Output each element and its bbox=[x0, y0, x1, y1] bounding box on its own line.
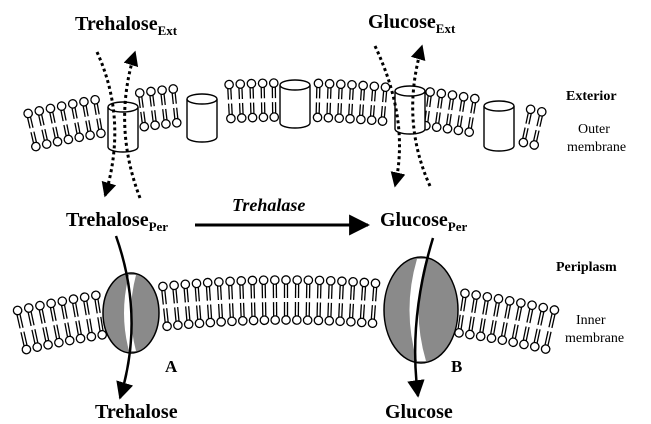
lipid-pair bbox=[248, 276, 258, 325]
trehalose-cytoplasm-label: Trehalose bbox=[95, 401, 178, 423]
lipid-pair bbox=[314, 276, 324, 325]
trehalose-ext-label: TrehaloseExt bbox=[75, 13, 178, 38]
transporter-b bbox=[384, 257, 458, 363]
lipid-pair bbox=[368, 279, 380, 328]
lipid-pair bbox=[356, 81, 367, 124]
inner-membrane-label-line2: membrane bbox=[565, 331, 624, 346]
lipid-pair bbox=[335, 80, 345, 123]
lipid-pair bbox=[203, 278, 215, 327]
transporter-b-label: B bbox=[451, 357, 462, 376]
lipid-pair bbox=[259, 276, 268, 325]
trehalose-per-label: TrehalosePer bbox=[66, 209, 168, 234]
lipid-pair bbox=[346, 277, 357, 326]
exterior-label: Exterior bbox=[566, 89, 617, 104]
glucose-efflux-arrow bbox=[375, 46, 400, 186]
porin bbox=[484, 101, 514, 151]
transporter-a-label: A bbox=[165, 357, 178, 376]
porin bbox=[280, 80, 310, 128]
lipid-pair bbox=[303, 276, 312, 325]
lipid-pair bbox=[293, 276, 302, 324]
lipid-pair bbox=[313, 79, 323, 122]
lipid-pair bbox=[270, 79, 279, 122]
glucose-ext-label: GlucoseExt bbox=[368, 11, 456, 36]
lipid-pair bbox=[181, 280, 193, 329]
lipid-pair bbox=[378, 83, 390, 126]
outer-membrane-label-line2: membrane bbox=[567, 140, 626, 155]
lipid-pair bbox=[247, 79, 257, 122]
lipid-pair bbox=[336, 277, 347, 326]
lipid-pair bbox=[158, 282, 171, 331]
lipid-pair bbox=[324, 79, 334, 122]
inner-membrane bbox=[13, 276, 560, 355]
lipid-pair bbox=[192, 279, 204, 328]
lipid-pair bbox=[237, 277, 247, 326]
lipid-pair bbox=[214, 278, 225, 327]
lipid-pair bbox=[157, 86, 170, 129]
lipid-pair bbox=[169, 84, 182, 127]
inner-membrane-label-line1: Inner bbox=[576, 313, 606, 328]
lipid-pair bbox=[236, 80, 246, 123]
lipid-pair bbox=[432, 89, 446, 132]
glucose-per-label: GlucosePer bbox=[380, 209, 467, 234]
porin bbox=[108, 102, 138, 152]
trehalase-enzyme-label: Trehalase bbox=[232, 195, 305, 215]
glucose-cytoplasm-label: Glucose bbox=[385, 401, 453, 423]
lipid-pair bbox=[146, 87, 160, 130]
lipid-pair bbox=[271, 276, 280, 324]
lipid-pair bbox=[170, 281, 183, 330]
lipid-pair bbox=[325, 276, 335, 325]
porin bbox=[187, 94, 217, 142]
lipid-pair bbox=[226, 277, 237, 326]
lipid-pair bbox=[367, 82, 379, 125]
lipid-pair bbox=[258, 79, 267, 122]
lipid-pair bbox=[225, 80, 236, 123]
lipid-pair bbox=[357, 278, 369, 327]
outer-membrane-label-line1: Outer bbox=[578, 122, 610, 137]
lipid-pair bbox=[346, 80, 357, 123]
lipid-pair bbox=[282, 276, 290, 324]
periplasm-label: Periplasm bbox=[556, 260, 617, 275]
